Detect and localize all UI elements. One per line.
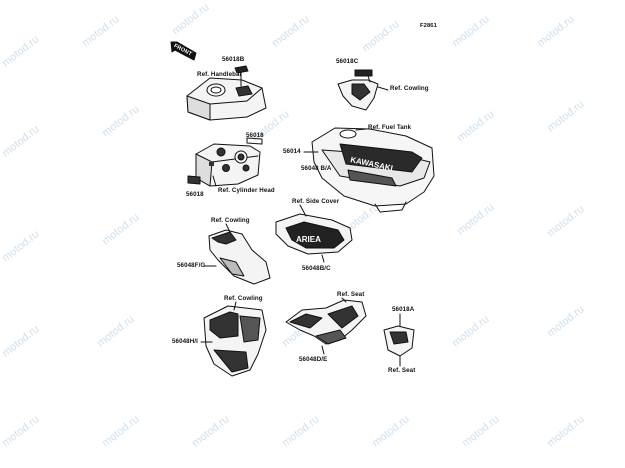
part-number-label: 56048B/C bbox=[302, 265, 331, 272]
part-number-label: 56048F/G bbox=[177, 262, 206, 269]
reference-label: Ref. Fuel Tank bbox=[368, 124, 412, 131]
reference-label: Ref. Side Cover bbox=[292, 198, 340, 205]
side-cowling-drawing bbox=[203, 223, 271, 285]
svg-text:ARIEA: ARIEA bbox=[296, 235, 321, 244]
reference-label: Ref. Cowling bbox=[390, 85, 429, 92]
reference-label: Ref. Cylinder Head bbox=[218, 187, 275, 194]
reference-label: Ref. Seat bbox=[337, 291, 365, 298]
reference-label: Ref. Handlebar bbox=[197, 71, 243, 78]
seat-cowl-drawing bbox=[285, 297, 367, 355]
part-number-label: 56018A bbox=[392, 306, 415, 313]
front-arrow-icon bbox=[170, 41, 197, 61]
figure-code: F2861 bbox=[420, 23, 437, 29]
part-number-label: 56018C bbox=[336, 58, 359, 65]
part-number-label: 56018B bbox=[222, 56, 245, 63]
part-number-label: 56014 bbox=[283, 148, 301, 155]
reference-label: Ref. Cowling bbox=[211, 217, 250, 224]
upper-cowling-drawing bbox=[337, 69, 389, 111]
side-cover-drawing: ARIEA bbox=[275, 204, 353, 263]
lower-cowling-drawing bbox=[200, 301, 267, 377]
reference-label: Ref. Seat bbox=[388, 367, 416, 374]
cylinder-head-cover-drawing bbox=[187, 137, 263, 187]
part-number-label: 56048D/E bbox=[299, 356, 328, 363]
part-number-label: 56048H/I bbox=[172, 338, 198, 345]
seat-emblem-drawing bbox=[383, 313, 415, 367]
handlebar-cover-drawing bbox=[186, 65, 267, 121]
part-number-label: 56018 bbox=[246, 132, 264, 139]
reference-label: Ref. Cowling bbox=[224, 295, 263, 302]
part-number-label: 56048 B/A bbox=[301, 165, 332, 172]
part-number-label: 56018 bbox=[186, 191, 204, 198]
fuel-tank-drawing: KAWASAKI bbox=[303, 127, 435, 213]
